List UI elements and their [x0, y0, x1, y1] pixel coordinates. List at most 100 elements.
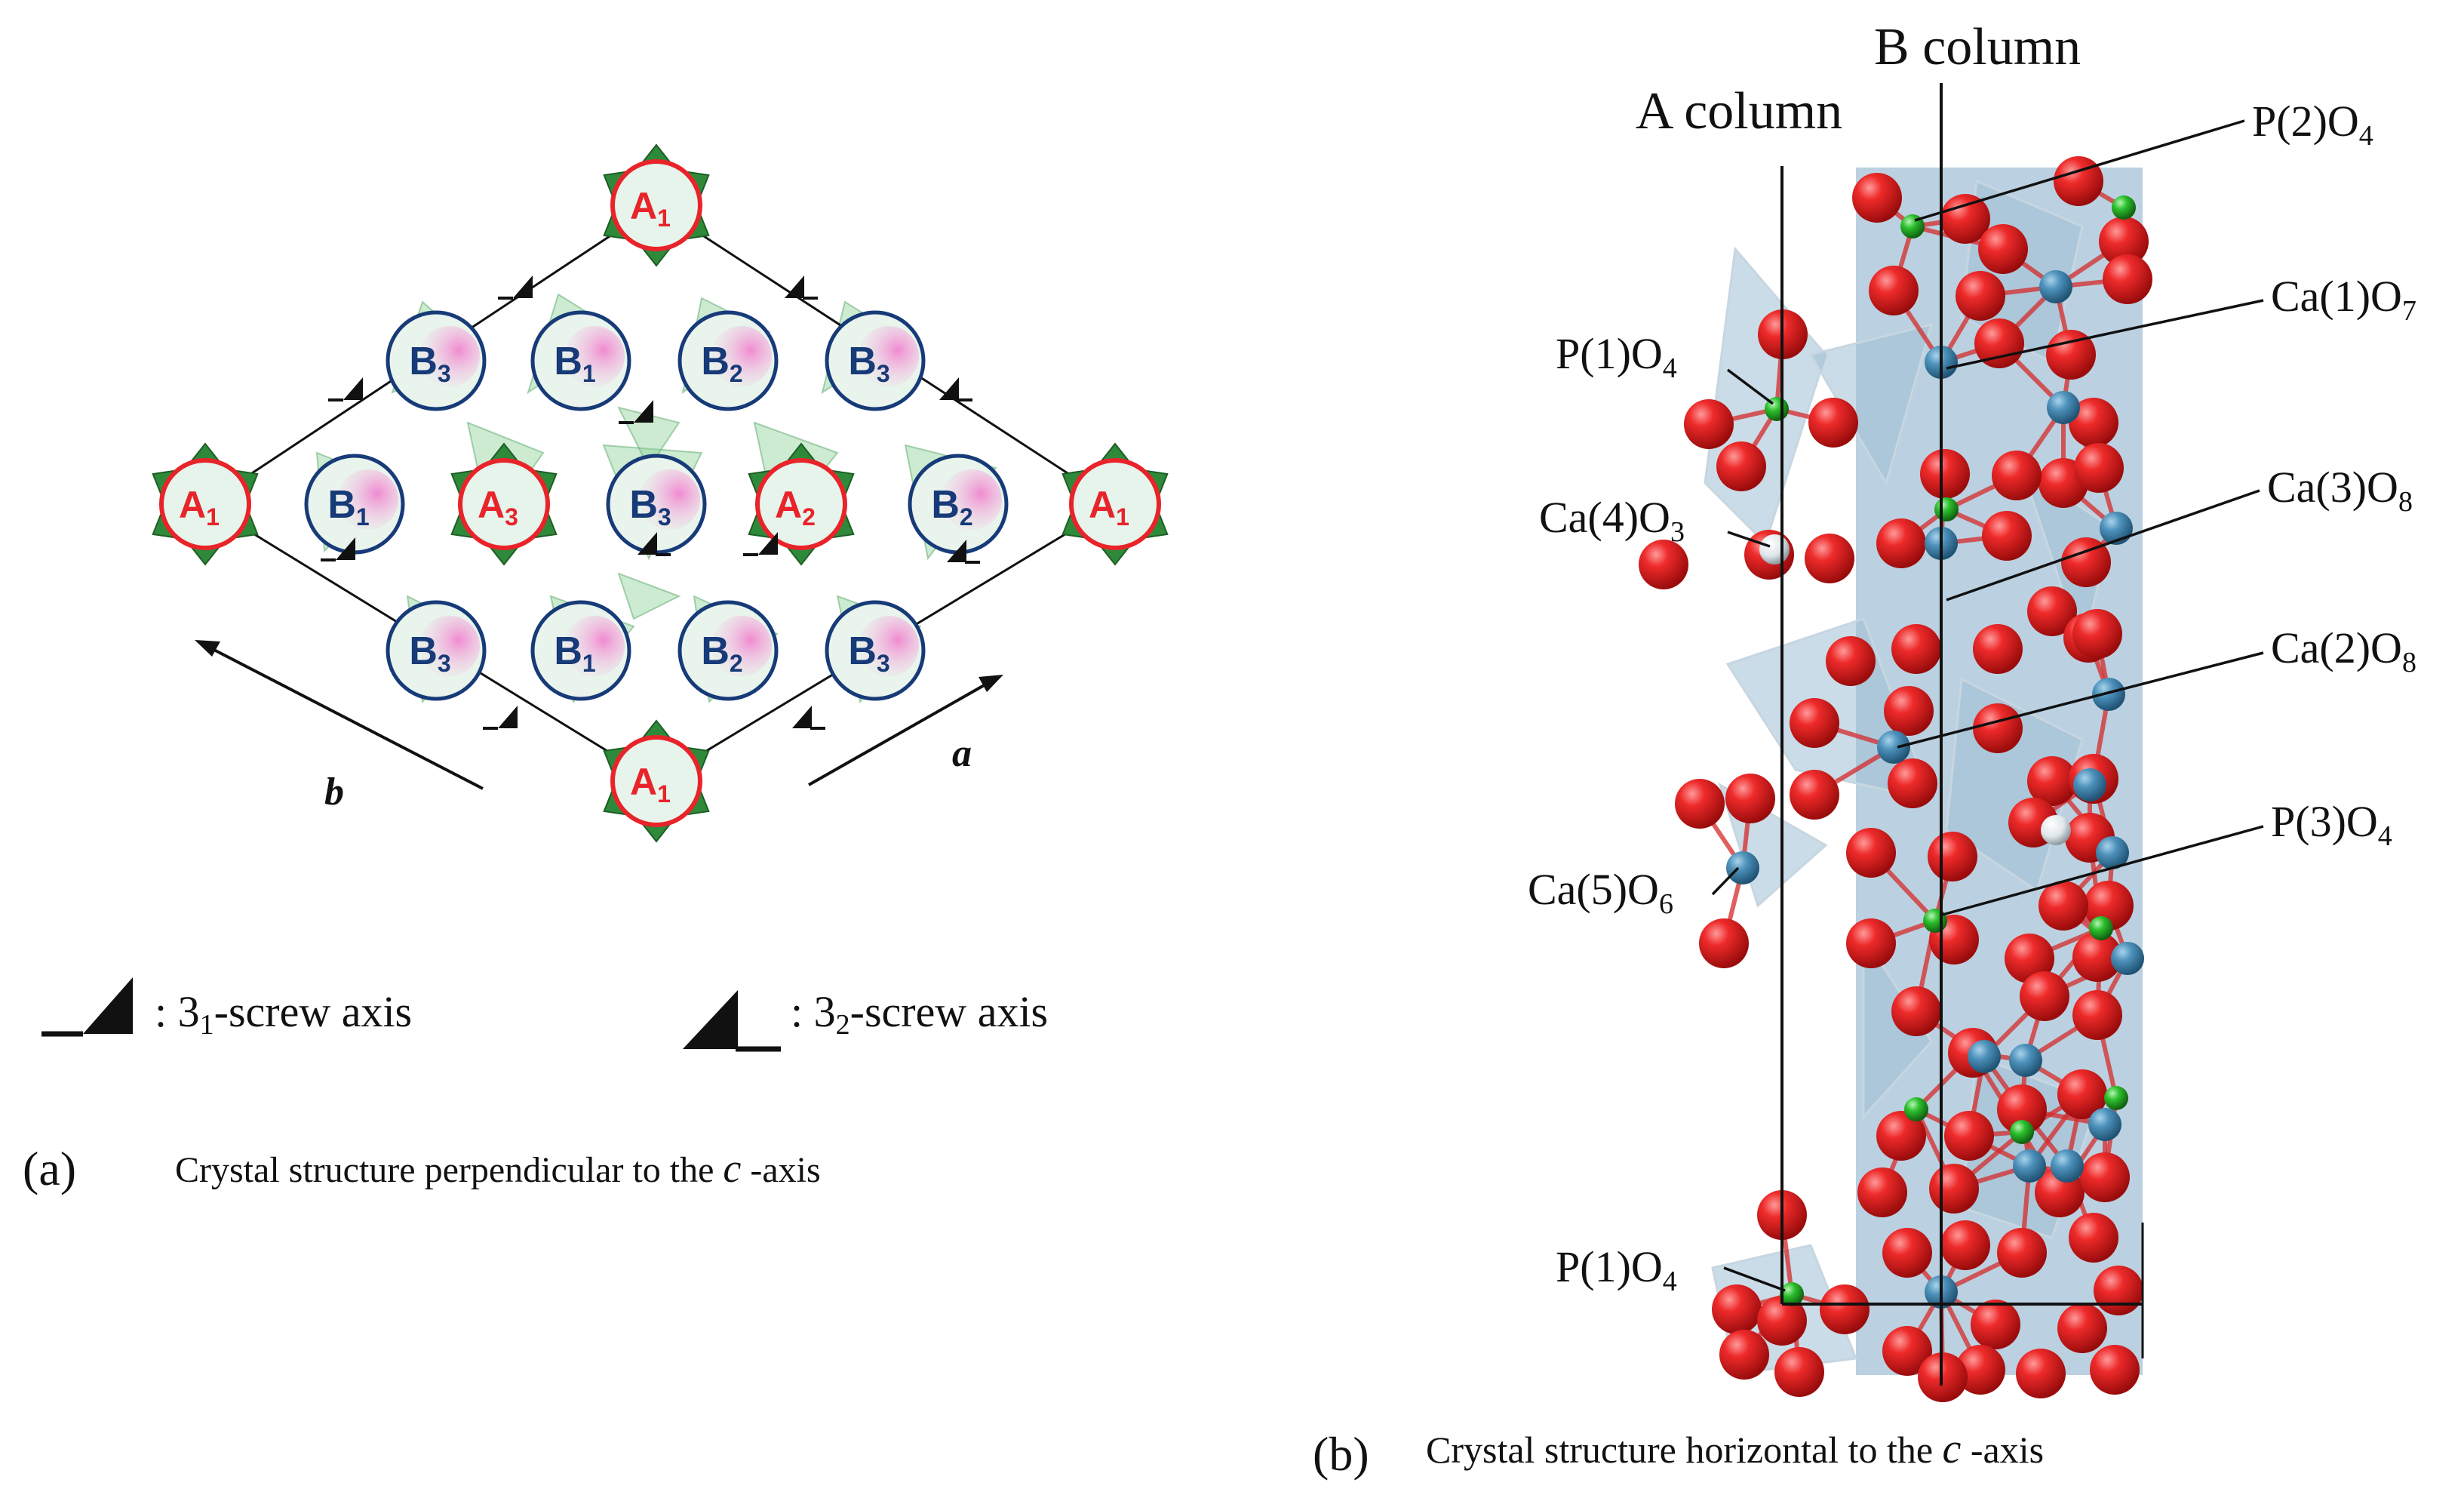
a-site-circle [159, 458, 251, 550]
site-label: B3 [409, 629, 450, 677]
polyhedron-label-base: Ca(3)O [2267, 463, 2398, 512]
site-b2-r3: B2 [677, 600, 779, 701]
site-label: B1 [327, 483, 369, 531]
calcium-atom [2088, 1108, 2121, 1141]
oxygen-atom [1956, 271, 2005, 321]
a-site-circle [610, 735, 702, 827]
phosphorus-atom [1780, 1282, 1804, 1306]
oxygen-atom [1684, 399, 1734, 449]
site-label: A3 [478, 484, 518, 531]
oxygen-atom [2016, 1349, 2066, 1398]
oxygen-atom [1940, 194, 1990, 244]
screw-31-icon [328, 377, 363, 401]
site-label-sub: 2 [730, 360, 743, 387]
leader-line [1726, 368, 1774, 405]
oxygen-atom [2027, 586, 2077, 636]
oxygen-atom [1805, 534, 1854, 583]
site-a1-top: A1 [603, 143, 710, 267]
caption-b-label: (b) [1313, 1427, 1369, 1481]
oxygen-atom [1928, 832, 1977, 881]
screw-32-icon [785, 275, 818, 300]
coordination-polyhedron [1704, 246, 1827, 546]
oxygen-atom [2057, 1069, 2107, 1119]
polyhedron-label-base: P(1)O [1556, 329, 1663, 378]
site-label: A1 [630, 761, 671, 808]
site-label-base: A [630, 185, 657, 227]
oxygen-atom [1882, 1326, 1932, 1376]
polyhedron-label-text: Ca(3)O8 [2267, 463, 2413, 518]
b-site-shade [859, 326, 919, 386]
oxygen-atom [1716, 441, 1766, 491]
site-a1-right: A1 [1061, 442, 1169, 566]
screw-32-icon [792, 706, 825, 730]
polyhedron-label-base: P(1)O [1556, 1242, 1663, 1291]
a-site-circle [458, 458, 550, 550]
polyhedron-label-base: P(2)O [2252, 97, 2359, 146]
polyhedron-label-text: Ca(1)O7 [2271, 272, 2416, 327]
oxygen-atom [1940, 1220, 1990, 1270]
oxygen-atom [1891, 986, 1941, 1036]
phosphorus-atom [1934, 497, 1959, 521]
leader-line [1727, 531, 1771, 548]
site-label: B3 [629, 483, 671, 531]
oxygen-atom [1790, 770, 1839, 820]
oxygen-atom [1639, 540, 1688, 589]
legend-31-screw-label: : 31-screw axis [155, 987, 412, 1041]
site-label-base: B [554, 629, 582, 673]
oxygen-atom [2099, 217, 2149, 266]
oxygen-atom [1774, 1347, 1824, 1397]
b-site-shade [711, 326, 772, 386]
label-ca5o6: Ca(5)O6 [1528, 865, 1740, 920]
polyhedron-label-base: Ca(4)O [1539, 493, 1670, 542]
b-site-shade [419, 616, 480, 676]
oxygen-atom [2054, 156, 2103, 206]
calcium-atom [2051, 1149, 2084, 1183]
oxygen-atom [1971, 1300, 2020, 1349]
oxygen-atom [2069, 1213, 2118, 1263]
polyhedron-label-base: Ca(1)O [2271, 272, 2402, 321]
site-label: A1 [1089, 484, 1129, 531]
site-label-sub: 3 [877, 360, 890, 387]
phosphorus-atom [2089, 916, 2113, 940]
b-site-shade [859, 616, 919, 676]
calcium-atom [2092, 678, 2125, 711]
b-site-shade [564, 616, 625, 676]
screw-31-icon [321, 537, 355, 561]
site-a1-bottom: A1 [603, 719, 710, 843]
screw-31-icon [743, 532, 778, 556]
polyhedron-label-text: P(1)O4 [1556, 1242, 1677, 1297]
site-label: A1 [179, 484, 220, 531]
site-label-sub: 2 [960, 503, 973, 531]
site-a2: A2 [748, 442, 855, 566]
calcium-atom [2111, 942, 2144, 975]
site-label: B3 [409, 340, 450, 387]
polyhedron-label-sub: 3 [1670, 516, 1685, 548]
site-label-sub: 2 [730, 650, 743, 677]
polyhedron-label-text: P(2)O4 [2252, 97, 2373, 152]
oxygen-atom [1712, 1284, 1762, 1334]
site-label-sub: 3 [877, 650, 890, 677]
label-p1o4-bottom: P(1)O4 [1556, 1242, 1786, 1297]
label-ca4o3: Ca(4)O3 [1539, 493, 1771, 548]
polyhedron-label-text: P(1)O4 [1556, 329, 1677, 384]
polyhedron-label-base: Ca(5)O [1528, 865, 1659, 914]
oxygen-atom [1790, 698, 1839, 748]
oxygen-atom [2061, 537, 2111, 587]
label-p3o4: P(3)O4 [1942, 797, 2392, 916]
b-site-shade [711, 616, 772, 676]
oxygen-atom [2020, 971, 2069, 1021]
site-label-sub: 1 [657, 780, 671, 808]
polyhedron-label-base: P(3)O [2271, 797, 2378, 846]
oxygen-atom [1846, 918, 1896, 968]
label-ca3o8: Ca(3)O8 [1946, 463, 2413, 601]
leader-line [1897, 651, 2264, 749]
site-b3-r1b: B3 [825, 310, 926, 411]
site-label: A2 [775, 484, 816, 531]
b-site-shade [564, 326, 625, 386]
legend-32-screw-label: : 32-screw axis [791, 987, 1048, 1041]
oxygen-atom [2090, 1345, 2140, 1395]
site-label-base: B [848, 340, 877, 383]
oxygen-atom [2005, 934, 2054, 983]
site-b2-r2: B2 [908, 454, 1009, 555]
site-label: B3 [848, 629, 889, 677]
